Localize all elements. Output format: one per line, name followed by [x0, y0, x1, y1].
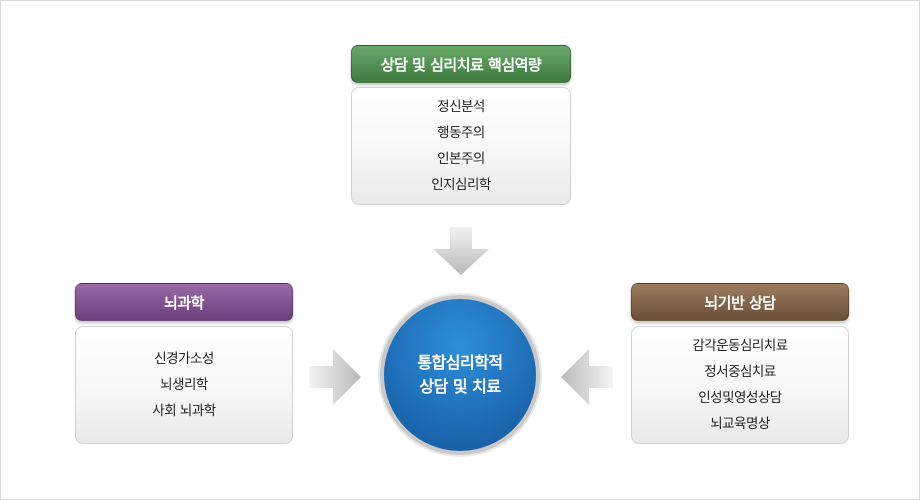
- down-arrow-icon: [433, 227, 489, 275]
- left-box: 신경가소성 뇌생리학 사회 뇌과학: [75, 326, 293, 444]
- center-line-2: 상담 및 치료: [419, 377, 501, 396]
- left-header: 뇌과학: [75, 283, 293, 321]
- top-header: 상담 및 심리치료 핵심역량: [351, 45, 571, 83]
- left-item-2: 뇌생리학: [160, 377, 208, 393]
- top-item-2: 행동주의: [437, 125, 485, 141]
- top-item-4: 인지심리학: [431, 177, 491, 193]
- right-item-1: 감각운동심리치료: [692, 338, 788, 354]
- left-arrow-icon: [561, 349, 613, 405]
- right-item-3: 인성및영성상담: [698, 390, 782, 406]
- right-header: 뇌기반 상담: [631, 283, 849, 321]
- left-item-3: 사회 뇌과학: [152, 403, 216, 419]
- right-item-2: 정서중심치료: [704, 364, 776, 380]
- top-item-1: 정신분석: [437, 99, 485, 115]
- center-line-1: 통합심리학적: [417, 353, 503, 372]
- right-arrow-icon: [309, 349, 361, 405]
- left-item-1: 신경가소성: [154, 351, 214, 367]
- right-item-4: 뇌교육명상: [710, 416, 770, 432]
- top-box: 정신분석 행동주의 인본주의 인지심리학: [351, 87, 571, 205]
- right-box: 감각운동심리치료 정서중심치료 인성및영성상담 뇌교육명상: [631, 326, 849, 444]
- top-item-3: 인본주의: [437, 151, 485, 167]
- center-circle: 통합심리학적 상담 및 치료: [380, 295, 540, 455]
